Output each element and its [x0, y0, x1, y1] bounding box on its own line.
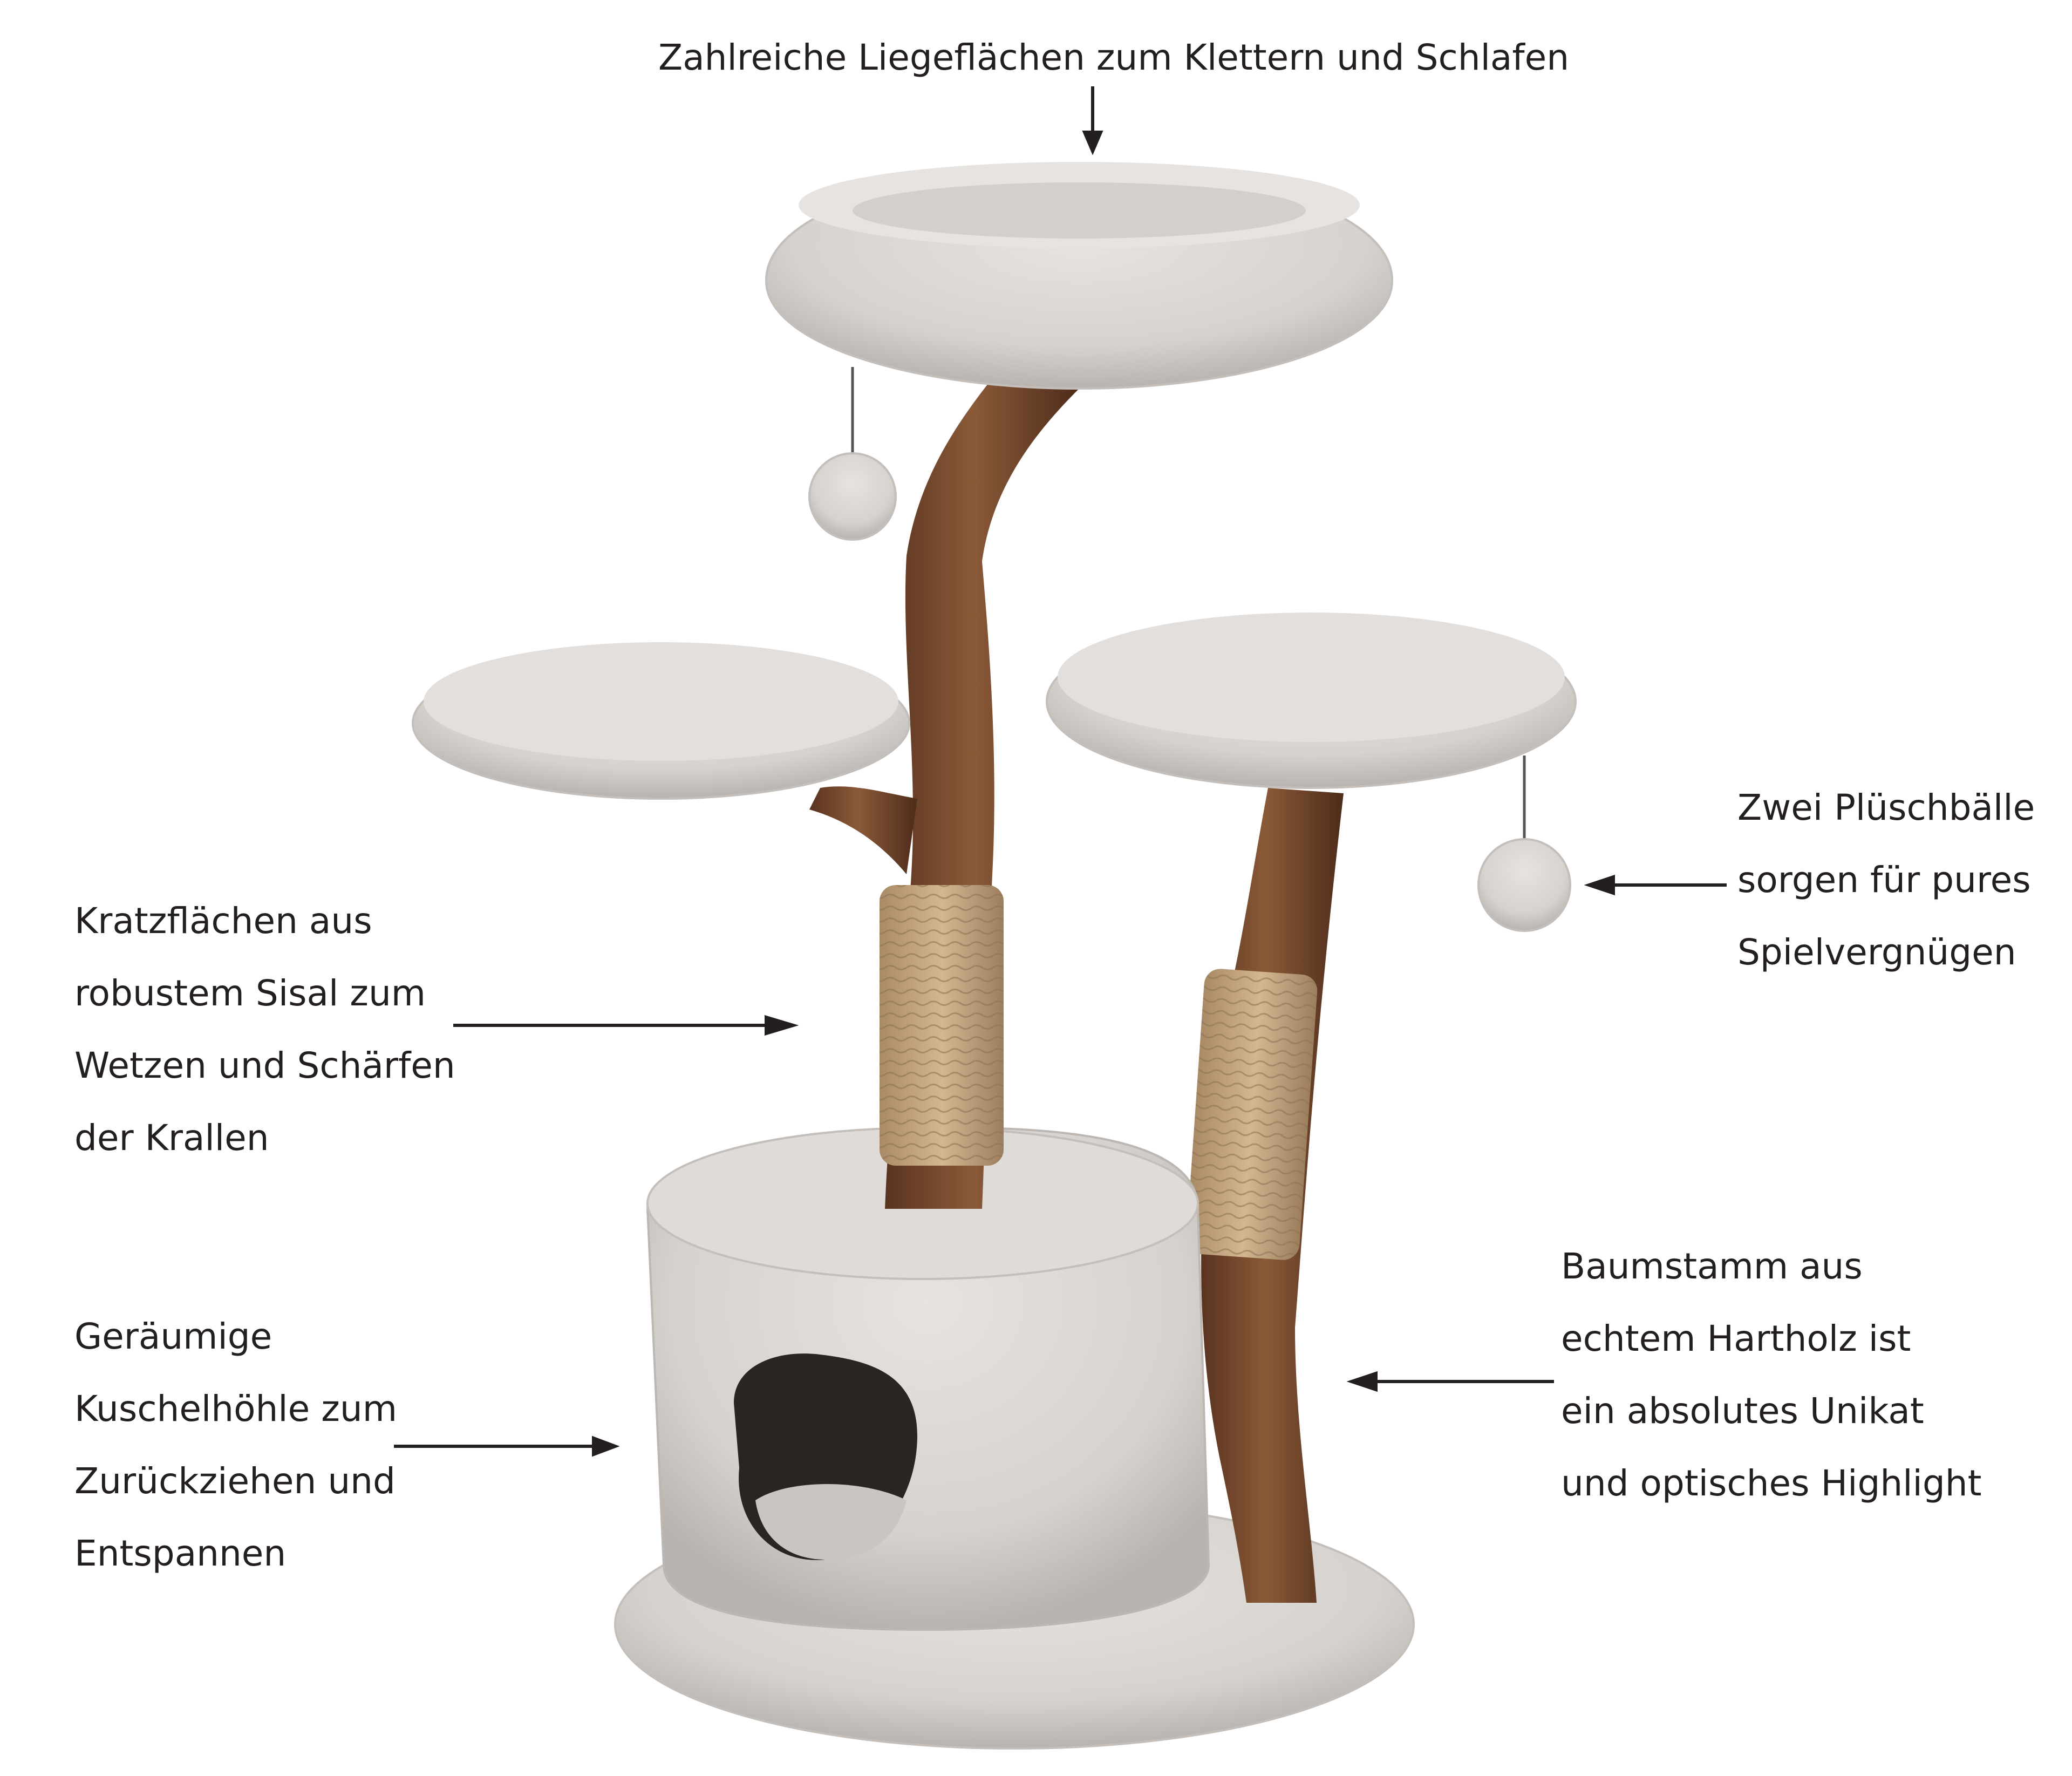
annotation-line: Baumstamm aus — [1561, 1246, 1863, 1287]
annotation-line: robustem Sisal zum — [74, 972, 426, 1014]
annotation-right-upper: Zwei Plüschbälle sorgen für pures Spielv… — [1737, 772, 2035, 989]
annotation-line: und optisches Highlight — [1561, 1462, 1982, 1504]
annotation-line: Zurückziehen und — [74, 1460, 396, 1502]
annotation-line: Entspannen — [74, 1533, 287, 1574]
cave-inner-floor — [755, 1484, 906, 1560]
right-platform-top — [1058, 613, 1565, 742]
annotation-left-lower: Geräumige Kuschelhöhle zum Zurückziehen … — [74, 1301, 397, 1590]
annotation-line: echtem Hartholz ist — [1561, 1318, 1911, 1359]
annotation-line: Spielvergnügen — [1737, 931, 2016, 973]
annotation-line: Kuschelhöhle zum — [74, 1388, 397, 1430]
annotation-line: der Krallen — [74, 1117, 269, 1159]
top-bed-hollow — [853, 182, 1306, 239]
annotation-line: Zwei Plüschbälle — [1737, 787, 2035, 828]
arrow-right-lower-head — [1346, 1371, 1378, 1392]
right-plush-ball — [1477, 838, 1571, 932]
arrow-top-head — [1082, 131, 1103, 155]
right-sisal-texture — [1186, 969, 1318, 1260]
annotation-right-lower: Baumstamm aus echtem Hartholz ist ein ab… — [1561, 1230, 1981, 1520]
annotation-line: ein absolutes Unikat — [1561, 1390, 1924, 1432]
annotation-line: Wetzen und Schärfen — [74, 1045, 455, 1086]
arrow-right-upper-head — [1584, 874, 1615, 896]
annotation-line: sorgen für pures — [1737, 859, 2031, 901]
left-plush-ball — [808, 452, 897, 541]
annotation-top: Zahlreiche Liegeflächen zum Klettern und… — [658, 22, 1569, 94]
arrow-left-upper-head — [765, 1015, 799, 1036]
arrow-left-lower-head — [592, 1435, 620, 1457]
left-branch — [809, 786, 917, 874]
annotation-line: Zahlreiche Liegeflächen zum Klettern und… — [658, 37, 1570, 78]
main-sisal-texture — [880, 885, 1004, 1166]
left-platform-top — [424, 642, 898, 761]
arrows — [394, 86, 1727, 1457]
annotation-line: Geräumige — [74, 1316, 272, 1357]
annotation-left-upper: Kratzflächen aus robustem Sisal zum Wetz… — [74, 885, 455, 1174]
annotation-line: Kratzflächen aus — [74, 900, 372, 942]
